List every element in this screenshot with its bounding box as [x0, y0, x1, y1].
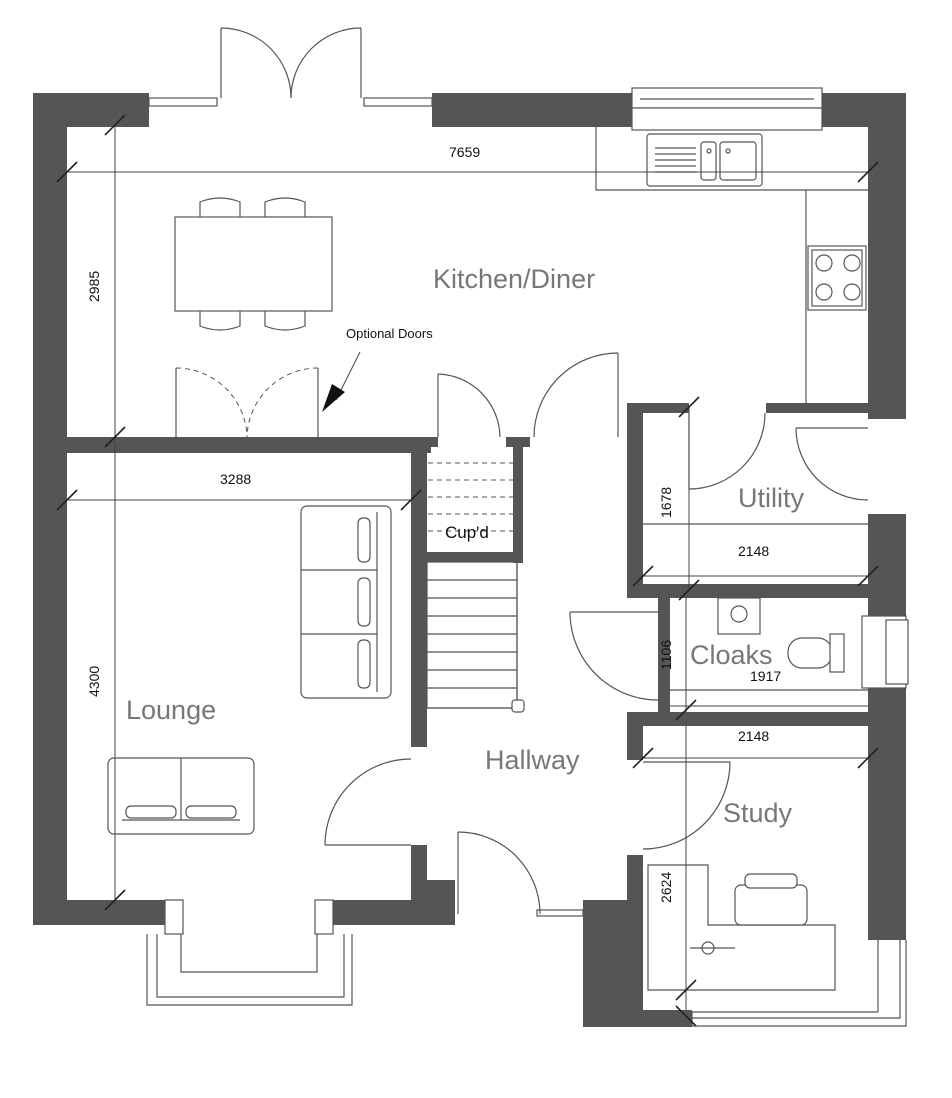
- dimension-cloaks-width: 1917: [750, 668, 781, 684]
- room-label-kitchen-diner: Kitchen/Diner: [433, 264, 595, 294]
- room-label-hallway: Hallway: [485, 745, 580, 775]
- walls: [33, 93, 906, 1027]
- dimension-utility-width: 2148: [738, 543, 769, 559]
- doors: [175, 27, 869, 915]
- dimension-lines: [56, 114, 879, 1027]
- dimension-cloaks-depth: 1106: [658, 640, 674, 670]
- dimension-utility-depth: 1678: [658, 487, 674, 518]
- lounge-furniture: [107, 505, 392, 835]
- optional-doors-note: Optional Doors: [346, 326, 433, 341]
- dimension-study-width: 2148: [738, 728, 769, 744]
- kitchen-fittings: [174, 127, 868, 403]
- dimension-kitchen-width: 7659: [449, 144, 480, 160]
- room-label-lounge: Lounge: [126, 695, 216, 725]
- room-label-study: Study: [723, 798, 793, 828]
- study-furniture: [647, 864, 836, 991]
- staircase: [426, 462, 525, 713]
- cloaks-fittings: [717, 597, 845, 673]
- dimension-lounge-depth: 4300: [86, 666, 102, 697]
- room-label-cloaks: Cloaks: [690, 640, 773, 670]
- windows: [146, 87, 909, 1027]
- dimension-study-depth: 2624: [658, 872, 674, 903]
- room-label-utility: Utility: [738, 483, 804, 513]
- dimension-lounge-width: 3288: [220, 471, 251, 487]
- room-label-cupboard: Cup'd: [445, 523, 489, 542]
- dimension-kitchen-depth: 2985: [86, 271, 102, 302]
